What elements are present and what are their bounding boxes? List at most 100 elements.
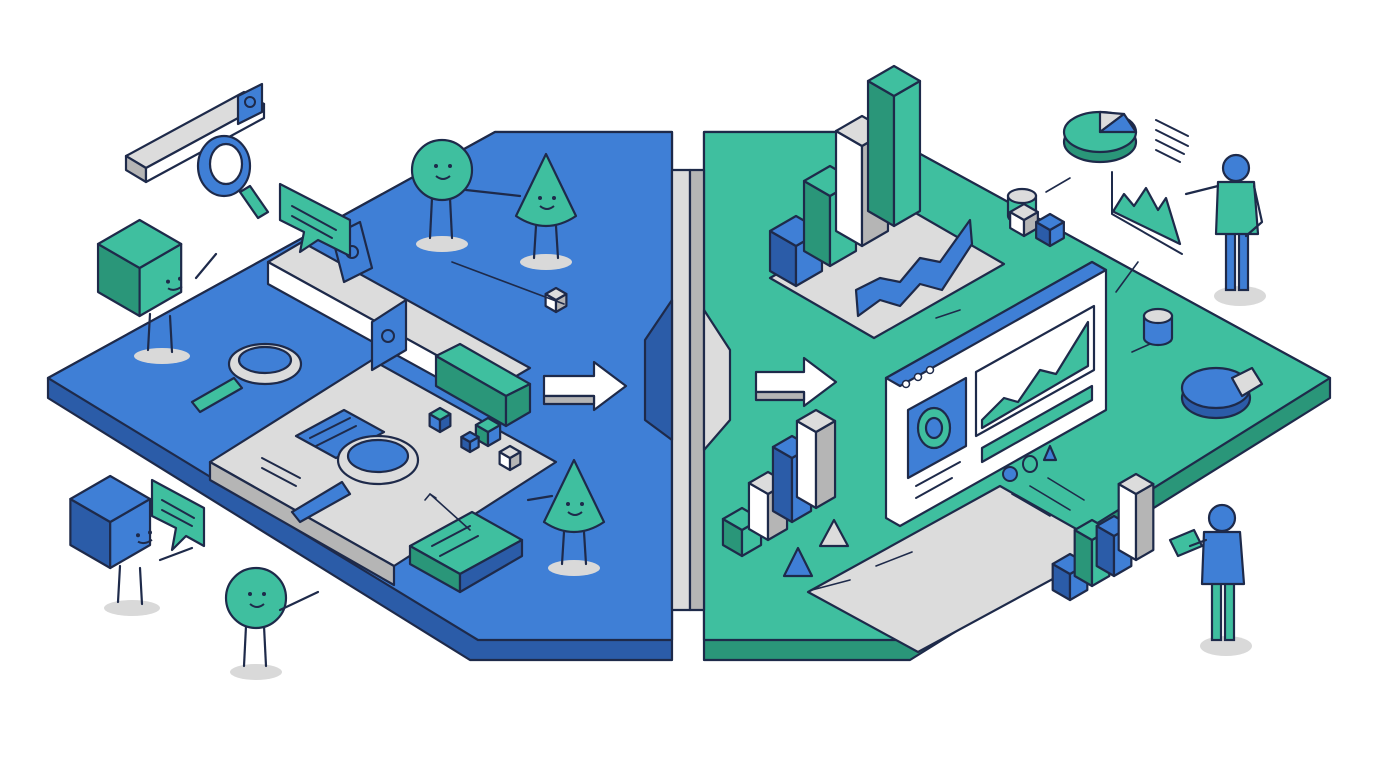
- window-dot-2: [913, 372, 923, 382]
- dashboard-line-area: [980, 320, 1090, 430]
- cone-character-icon-smile: [539, 205, 555, 210]
- person-arm: [1188, 538, 1208, 548]
- line-chart-area: [1112, 186, 1182, 246]
- pie-chart-icon: [1180, 366, 1264, 420]
- cone-character-icon-leg-left: [532, 224, 538, 260]
- cube-character-icon-shadow: [104, 600, 160, 616]
- person-icon-torso: [1214, 180, 1260, 236]
- dashboard-window-icon: [884, 260, 1108, 528]
- person-arm-right: [1244, 184, 1264, 238]
- cube-arm: [158, 546, 194, 562]
- shapes-arrow-1: [1011, 493, 1051, 517]
- document-line-2: [315, 425, 357, 447]
- sphere-character-icon-smile: [435, 175, 451, 180]
- person-icon-leg-right: [1237, 226, 1250, 292]
- pie-slice-out: [1230, 366, 1264, 398]
- seam-notch-left: [643, 298, 674, 442]
- small-cube-top-face: [544, 286, 568, 302]
- cube-character-icon: [96, 218, 218, 364]
- sphere-character-icon-smile: [249, 603, 265, 608]
- bar-chart-column: [795, 408, 837, 510]
- small-cube-top-face: [1009, 202, 1039, 222]
- dashboard-row-2: [915, 477, 953, 499]
- small-cube: [1035, 212, 1065, 248]
- cube-character-icon: [69, 474, 194, 616]
- database-icon-top: [1142, 307, 1174, 325]
- cube-character-icon-body: [69, 474, 152, 570]
- cone-character-icon-eye-right: [552, 196, 556, 200]
- small-cube-top-face: [460, 430, 480, 444]
- cube-character-icon-smile: [137, 538, 153, 545]
- cone-arm: [526, 494, 554, 502]
- cube-character-icon-smile: [167, 285, 183, 291]
- tablet-device: [1168, 528, 1204, 558]
- sphere-arm: [278, 590, 320, 612]
- shape-circle: [1002, 466, 1018, 482]
- speech-bubble-line-2: [291, 215, 333, 239]
- speech-bubble-line-1: [161, 499, 195, 519]
- text-line-2: [261, 467, 297, 487]
- bar-chart-column-left-face: [866, 79, 896, 228]
- document-line-1: [309, 417, 351, 439]
- right-platform-objects: [721, 64, 1264, 591]
- magnifier-icon: [196, 134, 270, 220]
- cube-character-icon-leg-left: [116, 564, 122, 604]
- person-icon-leg-right: [1223, 576, 1236, 642]
- cone-character-icon-smile: [567, 511, 583, 516]
- sphere-character-icon-eye-right: [262, 592, 266, 596]
- cone-character-icon-body: [542, 458, 606, 533]
- window-dot-3: [925, 365, 935, 375]
- connector-arrow: [1131, 343, 1151, 353]
- legend-line-2: [1155, 129, 1189, 147]
- magnifier-lens: [208, 142, 244, 186]
- cube-character-icon-leg-right: [168, 314, 174, 354]
- cube-character-icon-body-top-face: [96, 218, 183, 270]
- database-icon-body: [1142, 314, 1174, 347]
- person-arm: [1184, 184, 1220, 196]
- cone-character-icon-eye-left: [566, 502, 570, 506]
- bar-chart-column-left-face: [795, 419, 818, 510]
- floating-search-front: [144, 102, 266, 184]
- floating-search-button: [236, 82, 264, 126]
- center-seam-right-strip: [688, 168, 706, 612]
- bar-chart-column-top-face: [866, 64, 922, 98]
- cube-character-icon-leg-left: [146, 312, 152, 352]
- database-icon-top: [1006, 187, 1038, 205]
- speech-bubble-line-1: [291, 205, 337, 231]
- window-dot-1: [901, 379, 911, 389]
- search-bar-lens: [381, 329, 395, 343]
- cone-character-icon-leg-left: [560, 530, 566, 566]
- magnifier-lens: [346, 438, 410, 474]
- sphere-character-icon-body: [410, 138, 474, 202]
- pyramid-shape: [782, 546, 814, 578]
- cube-character-icon-eye-left: [166, 279, 170, 284]
- sphere-character-icon-eye-right: [448, 164, 452, 168]
- small-cube: [1009, 202, 1039, 238]
- person-icon: [1168, 503, 1252, 656]
- magnifier-icon: [290, 434, 420, 524]
- connector-arrow: [1045, 177, 1071, 193]
- cube-arm: [194, 252, 218, 280]
- bar-chart-column-top-face: [795, 408, 837, 434]
- connector-line: [451, 261, 565, 305]
- small-cube-top-face: [498, 444, 522, 460]
- sphere-character-icon-leg-right: [262, 624, 268, 668]
- person-icon: [1184, 153, 1266, 306]
- small-cube-top-face: [428, 406, 452, 422]
- bar-chart-column: [866, 64, 922, 228]
- cube-character-icon-body-top-face: [69, 474, 152, 524]
- sphere-arm: [464, 188, 522, 198]
- off-platform-objects: [69, 82, 1266, 680]
- small-cube: [460, 430, 480, 454]
- dashboard-footer-bar: [980, 384, 1094, 464]
- magnifier-icon: [190, 342, 303, 414]
- sphere-character-icon-eye-left: [248, 592, 252, 596]
- cube-character-icon-eye-right: [178, 276, 182, 281]
- sphere-character-icon-eye-left: [434, 164, 438, 168]
- bar-chart-column-left-face: [1117, 482, 1138, 562]
- speech-bubble-line-2: [161, 509, 193, 527]
- text-line-1: [261, 457, 301, 479]
- green-panel-icon: [434, 342, 532, 428]
- sphere-character-icon-shadow: [416, 236, 468, 252]
